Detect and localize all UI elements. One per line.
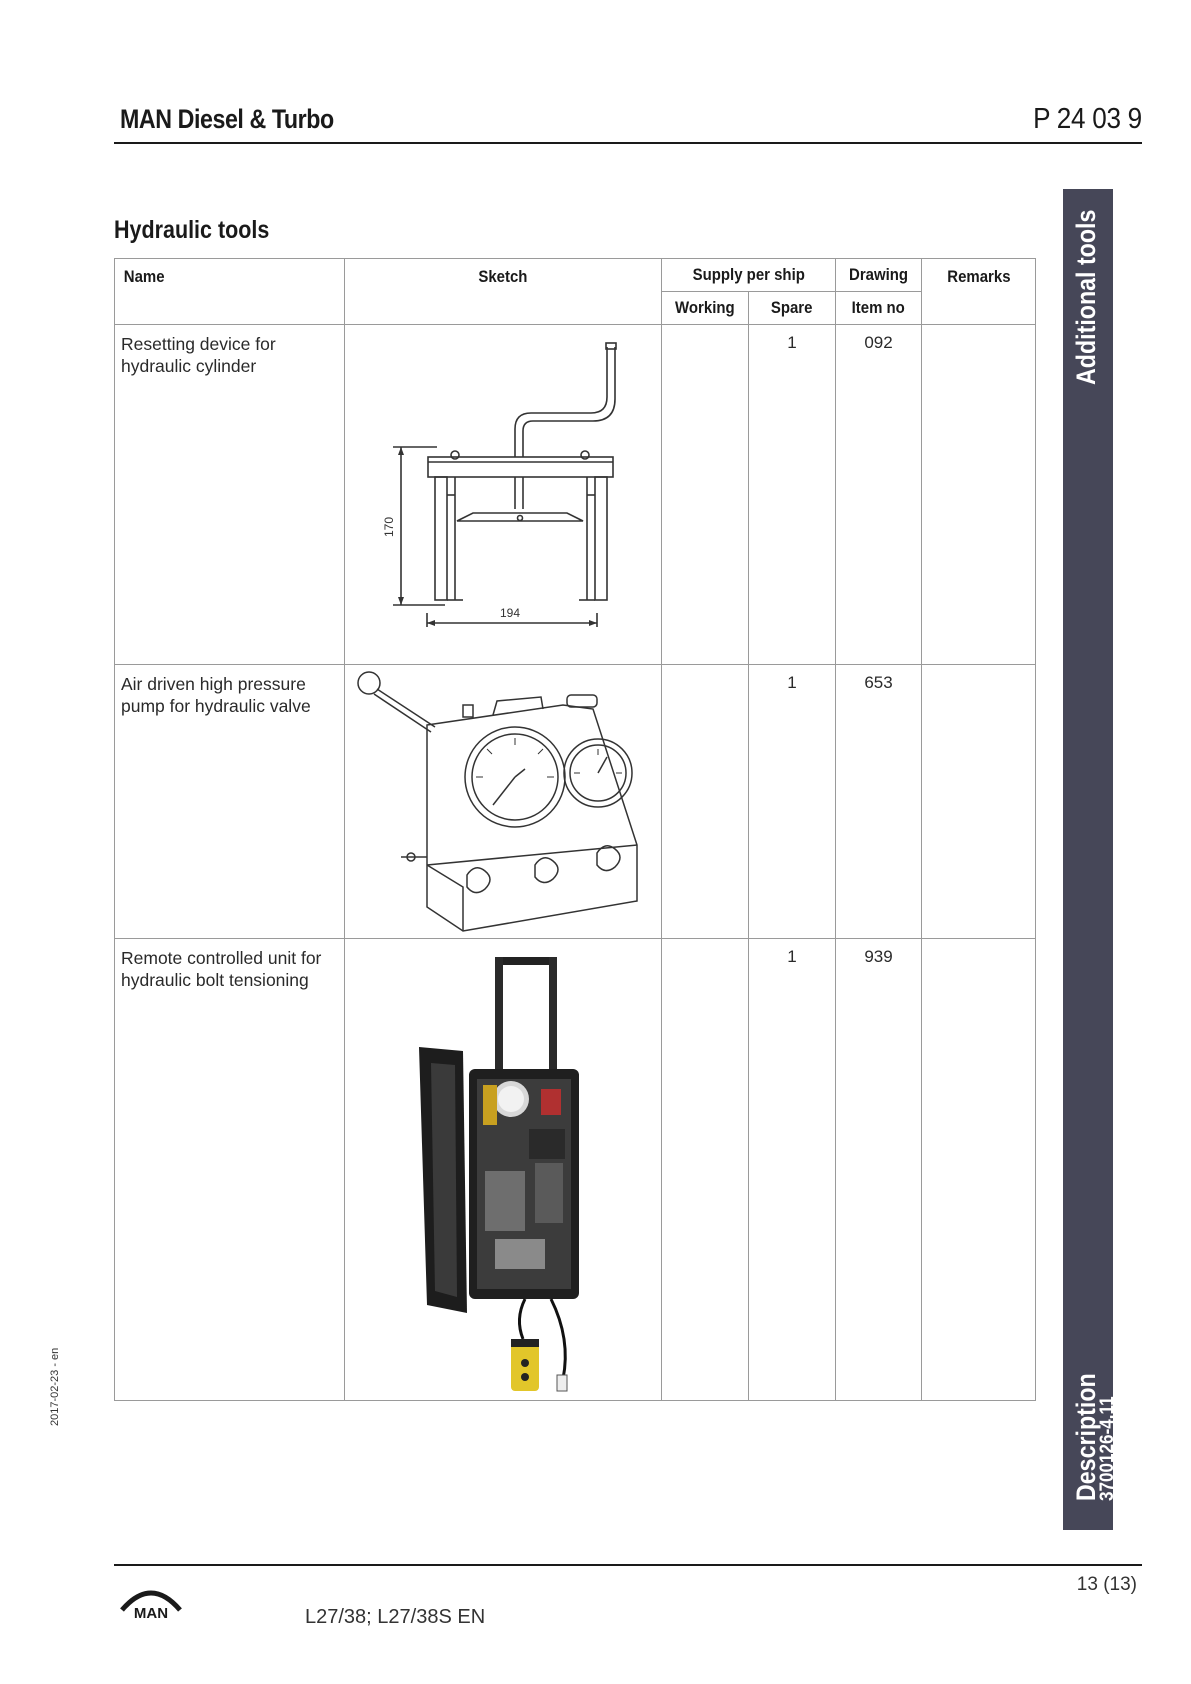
header-remarks: Remarks: [921, 258, 1036, 325]
row-remarks: [921, 938, 1036, 1401]
row-remarks: [921, 664, 1036, 939]
sketch-remote-unit: [344, 938, 662, 1401]
sidebar-tab: Additional tools Description 3700126-4.1…: [1063, 189, 1118, 1530]
sidebar-top-label: Additional tools: [1071, 209, 1101, 385]
page-number: 13 (13): [1076, 1574, 1137, 1595]
header-name: Name: [114, 258, 345, 325]
sketch-resetting-device: 170 194: [344, 324, 662, 665]
row-working: [661, 324, 749, 665]
header-supply: Supply per ship: [661, 258, 836, 292]
brand-title: MAN Diesel & Turbo: [120, 104, 334, 134]
header-rule: [114, 142, 1142, 144]
engine-type: L27/38; L27/38S EN: [305, 1606, 486, 1628]
header-item-no: Item no: [835, 291, 922, 325]
dim-width: 194: [500, 606, 520, 620]
header-sketch: Sketch: [344, 258, 662, 325]
header-working: Working: [661, 291, 749, 325]
row-spare: 1: [748, 664, 836, 939]
footer-rule: [114, 1564, 1142, 1566]
remote-unit-photo: [419, 957, 579, 1392]
tools-table: Name Sketch Supply per ship Drawing Rema…: [114, 258, 1036, 1401]
row-remarks: [921, 324, 1036, 665]
row-name: Resetting device for hydraulic cylinder: [114, 324, 345, 665]
table-row: Air driven high pressure pump for hydrau…: [114, 664, 1036, 939]
row-spare: 1: [748, 938, 836, 1401]
table-row: Resetting device for hydraulic cylinder: [114, 324, 1036, 665]
logo-text: MAN: [134, 1605, 168, 1622]
section-title: Hydraulic tools: [114, 216, 270, 244]
resetting-device-drawing: 170 194: [382, 342, 617, 627]
date-stamp: 2017-02-23 - en: [49, 1347, 61, 1426]
row-item-no: 092: [835, 324, 922, 665]
sidebar-code: 3700126-4.11: [1097, 1396, 1118, 1501]
header-drawing: Drawing: [835, 258, 922, 292]
row-name: Remote controlled unit for hydraulic bol…: [114, 938, 345, 1401]
table-subheader-row: Working Spare Item no: [115, 291, 1036, 325]
row-item-no: 653: [835, 664, 922, 939]
header-spare: Spare: [748, 291, 836, 325]
sketch-pump: [344, 664, 662, 939]
pump-drawing: [357, 671, 638, 932]
table-row: Remote controlled unit for hydraulic bol…: [114, 938, 1036, 1401]
row-spare: 1: [748, 324, 836, 665]
dim-height: 170: [382, 517, 396, 537]
table-header-row: Name Sketch Supply per ship Drawing Rema…: [114, 258, 1036, 325]
document-number: P 24 03 9: [1033, 103, 1142, 135]
row-working: [661, 938, 749, 1401]
row-item-no: 939: [835, 938, 922, 1401]
man-logo: MAN: [120, 1590, 182, 1622]
row-working: [661, 664, 749, 939]
row-name: Air driven high pressure pump for hydrau…: [114, 664, 345, 939]
